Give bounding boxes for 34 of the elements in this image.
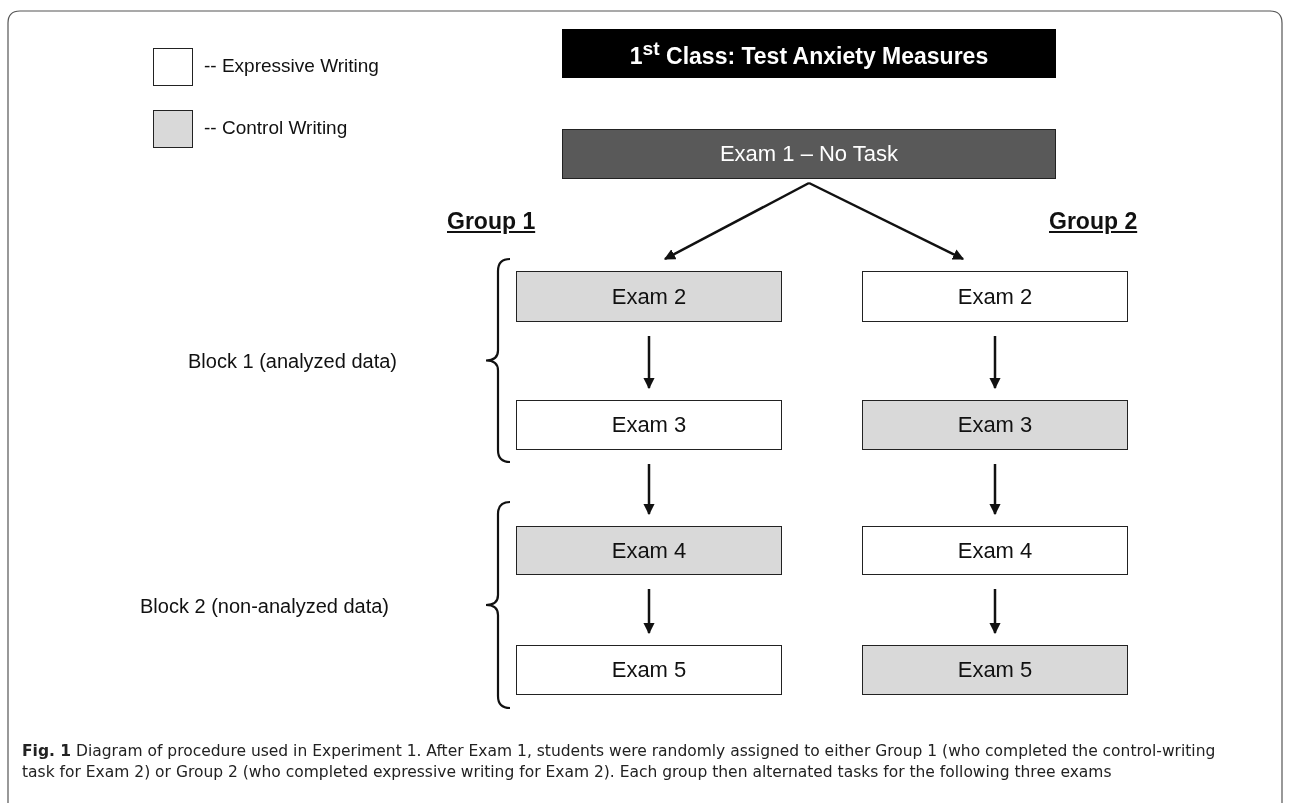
- box-label: Exam 3: [611, 412, 687, 438]
- box-label: Exam 3: [957, 412, 1033, 438]
- exam-box: [516, 645, 782, 695]
- arrow: [808, 181, 965, 261]
- arrow: [643, 464, 655, 516]
- group-heading: Group 2: [1049, 208, 1138, 235]
- arrow: [643, 336, 655, 390]
- block-label: Block 2 (non-analyzed data): [140, 595, 390, 618]
- title-banner: 1$^{st}$ Class: Test Anxiety Measures: [562, 29, 1056, 78]
- box-label: Exam 1 – No Task: [719, 141, 899, 167]
- block-label: Block 1 (analyzed data): [188, 350, 397, 373]
- exam-box: [516, 400, 782, 450]
- start-box: [562, 129, 1056, 179]
- arrow: [989, 336, 1001, 390]
- exam-box: [862, 645, 1128, 695]
- box-label: Exam 2: [957, 283, 1033, 310]
- legend-label: -- Control Writing: [204, 117, 348, 139]
- arrow: [663, 181, 810, 261]
- box-label: Exam 2: [611, 283, 687, 310]
- exam-box: [516, 271, 782, 322]
- arrow: [989, 589, 1001, 635]
- box-label: Exam 5: [957, 657, 1033, 683]
- arrow: [643, 589, 655, 635]
- exam-box: [516, 526, 782, 575]
- box-label: Exam 4: [611, 537, 687, 564]
- arrow: [989, 464, 1001, 516]
- exam-box: [862, 400, 1128, 450]
- figure-caption: Fig. 1 Diagram of procedure used in Experiment 1. After Exam 1, students were randomly assigned to either Group 1 (who completed the control-writing task for Exam 2) or Group 2 (who completed expressive writing for Exam 2). Each group then alternated tasks for the following three exams: [22, 741, 1217, 783]
- legend-label: -- Expressive Writing: [204, 55, 379, 77]
- group-heading: Group 1: [447, 208, 536, 235]
- box-label: Exam 4: [957, 537, 1033, 564]
- box-label: Exam 5: [611, 657, 687, 683]
- exam-box: [862, 526, 1128, 575]
- exam-box: [862, 271, 1128, 322]
